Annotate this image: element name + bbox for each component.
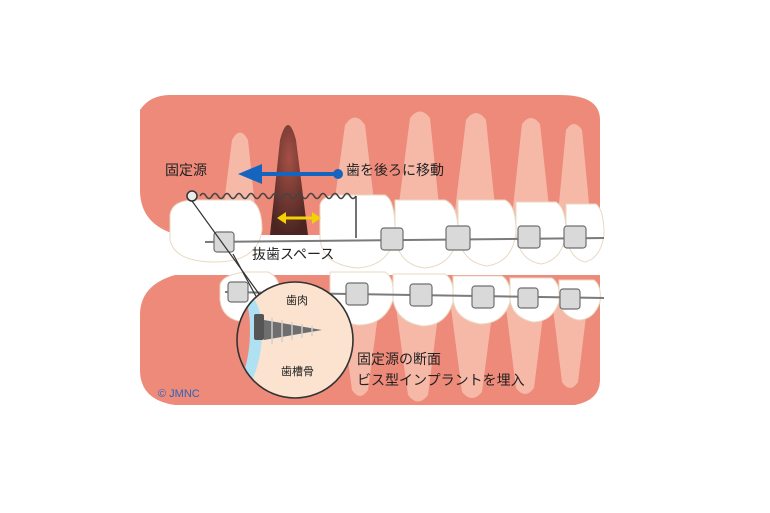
label-section: 固定源の断面	[357, 352, 441, 368]
label-anchor: 固定源	[165, 163, 207, 179]
upper-crowns	[169, 194, 605, 269]
arrow-left-icon	[238, 164, 343, 184]
cross-section-inset	[236, 281, 354, 399]
copyright: © JMNC	[158, 388, 200, 400]
label-implant: ビス型インプラントを埋入	[357, 373, 525, 389]
coil-spring-icon	[199, 192, 357, 238]
label-bone: 歯槽骨	[281, 365, 314, 378]
label-space: 抜歯スペース	[252, 247, 335, 263]
extracted-tooth-root	[270, 125, 308, 235]
anchor-screw-head	[186, 190, 198, 202]
implant-screw-icon	[254, 314, 322, 344]
double-arrow-icon	[277, 212, 321, 224]
label-gum: 歯肉	[286, 294, 308, 307]
upper-brackets	[213, 225, 587, 253]
lower-brackets	[227, 281, 581, 310]
leader-line	[191, 200, 263, 299]
label-move: 歯を後ろに移動	[346, 163, 444, 179]
